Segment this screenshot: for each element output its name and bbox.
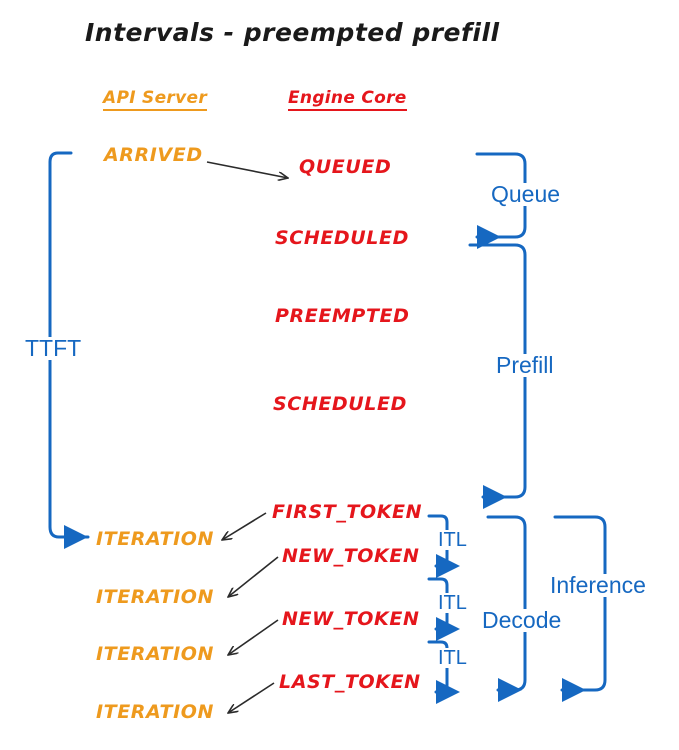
event-first-token: FIRST_TOKEN — [272, 501, 423, 523]
bracket-decode — [486, 515, 527, 702]
event-scheduled-1: SCHEDULED — [275, 227, 409, 249]
arrow-new-token-2-to-iteration — [228, 619, 279, 655]
column-header-api-server: API Server — [103, 90, 208, 111]
interval-label-itl-2: ITL — [435, 593, 470, 613]
event-iteration-1: ITERATION — [96, 528, 215, 550]
event-queued: QUEUED — [299, 156, 392, 178]
interval-label-prefill: Prefill — [493, 354, 557, 377]
column-header-engine-core: Engine Core — [288, 90, 407, 111]
event-iteration-2: ITERATION — [96, 586, 215, 608]
interval-label-itl-3: ITL — [435, 648, 470, 668]
interval-label-decode: Decode — [479, 609, 565, 632]
arrow-last-token-to-iteration — [228, 682, 275, 713]
event-new-token-2: NEW_TOKEN — [282, 608, 420, 630]
event-scheduled-2: SCHEDULED — [273, 393, 407, 415]
arrow-new-token-1-to-iteration — [228, 556, 279, 597]
interval-label-queue: Queue — [488, 183, 564, 206]
arrow-arrived-to-queued — [206, 161, 288, 178]
page-title: Intervals - preempted prefill — [85, 18, 500, 47]
interval-label-itl-1: ITL — [435, 530, 470, 550]
arrow-first-token-to-iteration — [222, 512, 267, 540]
event-preempted: PREEMPTED — [275, 305, 410, 327]
bracket-inference — [553, 515, 607, 702]
interval-label-ttft: TTFT — [22, 337, 85, 360]
event-last-token: LAST_TOKEN — [279, 671, 421, 693]
event-iteration-4: ITERATION — [96, 701, 215, 723]
interval-label-inference: Inference — [547, 574, 649, 597]
event-arrived: ARRIVED — [104, 144, 203, 166]
event-new-token-1: NEW_TOKEN — [282, 545, 420, 567]
event-iteration-3: ITERATION — [96, 643, 215, 665]
